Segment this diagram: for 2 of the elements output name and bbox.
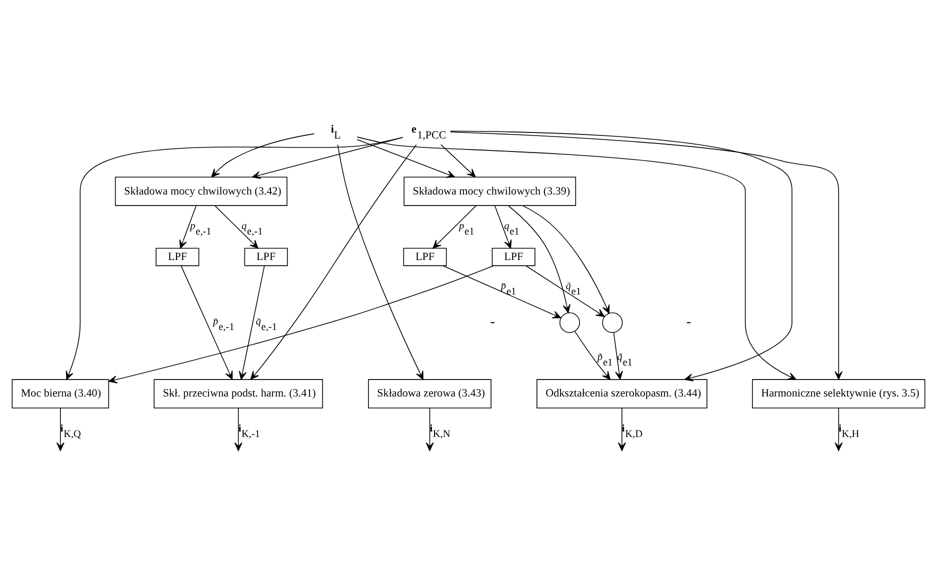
label: - — [490, 314, 494, 330]
label: - — [686, 314, 691, 330]
